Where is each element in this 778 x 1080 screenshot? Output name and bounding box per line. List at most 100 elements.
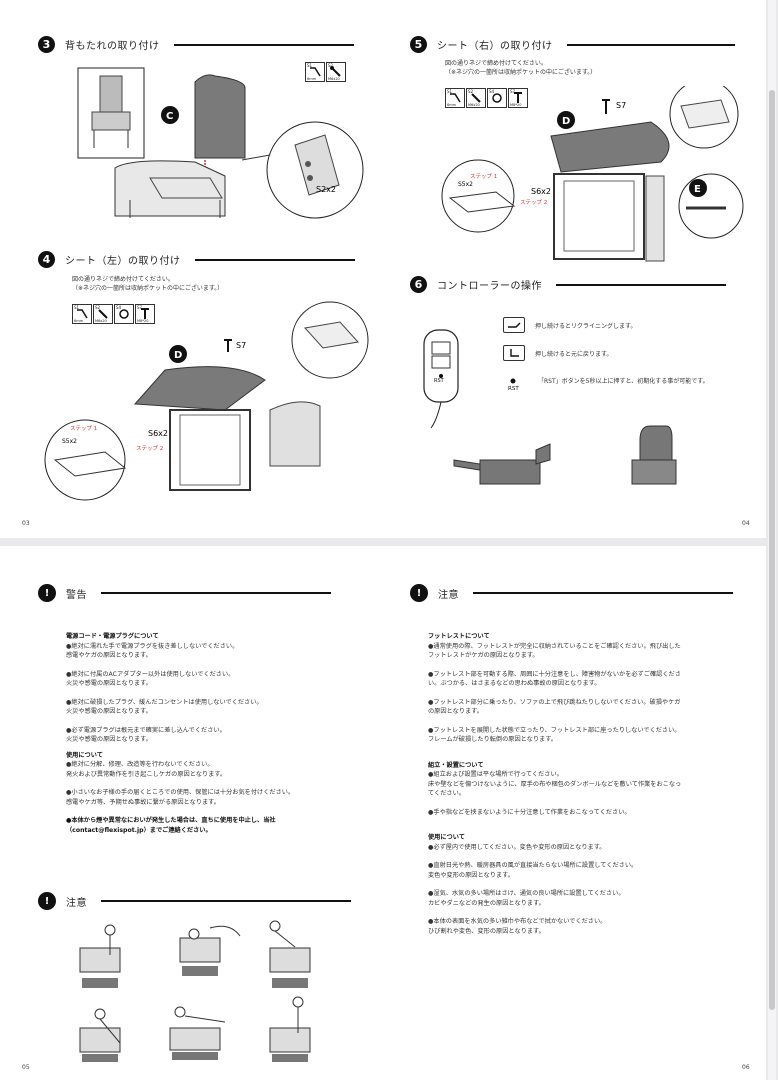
s5-label: S5x2 bbox=[62, 438, 77, 445]
bolt-icon bbox=[330, 66, 341, 77]
section-title: 背もたれの取り付け bbox=[65, 41, 160, 52]
controller-illustration bbox=[423, 329, 459, 429]
section-title: コントローラーの操作 bbox=[437, 281, 542, 292]
subheading: 電源コード・電源プラグについて bbox=[66, 633, 159, 640]
s7-label: S7 bbox=[616, 101, 626, 110]
scrollbar-thumb[interactable] bbox=[769, 90, 775, 1010]
illustration-seat-right: S7 D E S6x2 S5x2 ステップ 1 ステップ 2 bbox=[441, 86, 744, 262]
page-number: 05 bbox=[22, 1064, 30, 1071]
page-spread-05-06: ! 警告 電源コード・電源プラグについて ●絶対に濡れた手で電源プラグを抜き差し… bbox=[0, 546, 766, 1080]
step2-label: ステップ 2 bbox=[520, 199, 547, 206]
illustration-backrest-attach: C S2x2 bbox=[77, 67, 364, 219]
page-number: 03 bbox=[22, 520, 30, 527]
step-number-badge: 6 bbox=[410, 276, 427, 293]
instruction-note: 図の通りネジで締め付けてください。 bbox=[72, 276, 174, 283]
step1-label: ステップ 1 bbox=[470, 173, 497, 180]
recline-button-icon bbox=[503, 317, 525, 333]
washer-icon bbox=[119, 309, 129, 319]
bolt-icon bbox=[471, 93, 481, 103]
step-number-badge: 4 bbox=[38, 251, 55, 268]
section-title: シート（左）の取り付け bbox=[65, 256, 181, 267]
control-row-reset: 「RST」ボタンを5秒以上に押すと、初期化する事が可能です。 bbox=[510, 376, 709, 385]
tool-washer: S4 bbox=[487, 88, 507, 108]
bolt-icon bbox=[98, 309, 108, 319]
illustration-seat-left: D S7 S6x2 S5x2 ステップ 1 ステップ 2 bbox=[44, 301, 369, 501]
section-title: シート（右）の取り付け bbox=[437, 41, 553, 52]
warning-icon: ! bbox=[38, 584, 56, 602]
tool-hex-key: S1 6mm bbox=[305, 62, 325, 82]
washer-icon bbox=[492, 93, 502, 103]
section-header-caution-right: ! 注意 bbox=[410, 584, 733, 602]
vertical-scrollbar[interactable] bbox=[768, 0, 776, 1080]
control-row-return: 押し続けると元に戻ります。 bbox=[503, 345, 612, 361]
section-rule bbox=[101, 592, 331, 594]
control-description: 押し続けると元に戻ります。 bbox=[535, 350, 613, 358]
part-label-e: E bbox=[694, 184, 701, 195]
warning-text-block: 電源コード・電源プラグについて ●絶対に濡れた手で電源プラグを抜き差ししないでく… bbox=[66, 633, 295, 834]
s7-label: S7 bbox=[236, 341, 246, 350]
step-number-badge: 5 bbox=[410, 36, 427, 53]
warning-icon: ! bbox=[410, 584, 428, 602]
subheading: 使用について bbox=[66, 751, 103, 759]
control-description: 「RST」ボタンを5秒以上に押すと、初期化する事が可能です。 bbox=[538, 378, 709, 385]
section-header-warning: ! 警告 bbox=[38, 584, 331, 602]
instruction-note: 図の通りネジで締め付けてください。 bbox=[445, 60, 547, 67]
section-header-step4: 4 シート（左）の取り付け bbox=[38, 251, 355, 268]
section-rule bbox=[473, 592, 733, 594]
step2-label: ステップ 2 bbox=[136, 445, 163, 452]
s6-label: S6x2 bbox=[148, 429, 168, 438]
page-spread-03-04: 3 背もたれの取り付け S1 6mm S2 M6x20 C S2x2 bbox=[0, 0, 766, 538]
section-header-caution-left: ! 注意 bbox=[38, 892, 351, 910]
step1-label: ステップ 1 bbox=[70, 425, 97, 432]
control-row-recline: 押し続けるとリクライニングします。 bbox=[503, 317, 636, 333]
tool-washer: S4 bbox=[114, 304, 134, 324]
controller-rst-label: RST bbox=[434, 378, 444, 384]
tool-bolt: S2 M6x20 bbox=[326, 62, 346, 82]
section-title: 注意 bbox=[66, 897, 87, 909]
step-number-badge: 3 bbox=[38, 36, 55, 53]
hex-key-icon bbox=[450, 93, 461, 103]
part-label-d: D bbox=[174, 350, 182, 361]
section-header-step3: 3 背もたれの取り付け bbox=[38, 36, 354, 53]
misuse-illustrations bbox=[79, 920, 311, 1062]
recliner-positions-illustration bbox=[453, 425, 677, 485]
rst-dot-icon bbox=[510, 378, 516, 383]
caution-text-block: フットレストについて ●通常使用の際、フットレストが完全に収納されていることをご… bbox=[428, 633, 682, 935]
subheading: 組立・設置について bbox=[428, 761, 484, 769]
section-header-step5: 5 シート（右）の取り付け bbox=[410, 36, 735, 53]
warning-icon: ! bbox=[38, 892, 56, 910]
s5-label: S5x2 bbox=[458, 181, 473, 188]
return-button-icon bbox=[503, 345, 525, 361]
section-rule bbox=[101, 900, 351, 902]
control-description: 押し続けるとリクライニングします。 bbox=[535, 322, 637, 330]
page-number: 04 bbox=[742, 520, 750, 527]
part-label-d: D bbox=[562, 116, 570, 127]
section-title: 注意 bbox=[438, 589, 459, 601]
section-rule bbox=[556, 283, 726, 286]
part-label-c: C bbox=[166, 111, 173, 122]
hex-key-icon bbox=[310, 67, 321, 77]
section-title: 警告 bbox=[66, 589, 87, 601]
screw-label: S2x2 bbox=[316, 185, 336, 194]
section-rule bbox=[173, 43, 354, 46]
section-rule bbox=[194, 258, 355, 261]
section-header-step6: 6 コントローラーの操作 bbox=[410, 276, 726, 293]
instruction-note: （※ネジ穴の一箇所は収納ポケットの中にございます。） bbox=[72, 285, 224, 292]
hex-key-icon bbox=[77, 309, 88, 319]
section-rule bbox=[566, 43, 735, 46]
screw-icon bbox=[141, 308, 149, 319]
tool-list-step3: S1 6mm S2 M6x20 bbox=[305, 62, 347, 82]
s6-label: S6x2 bbox=[531, 187, 551, 196]
instruction-note: （※ネジ穴の一箇所は収納ポケットの中にございます。） bbox=[445, 69, 597, 76]
screw-icon bbox=[514, 92, 522, 103]
rst-label: RST bbox=[508, 386, 519, 392]
subheading: フットレストについて bbox=[428, 633, 490, 640]
